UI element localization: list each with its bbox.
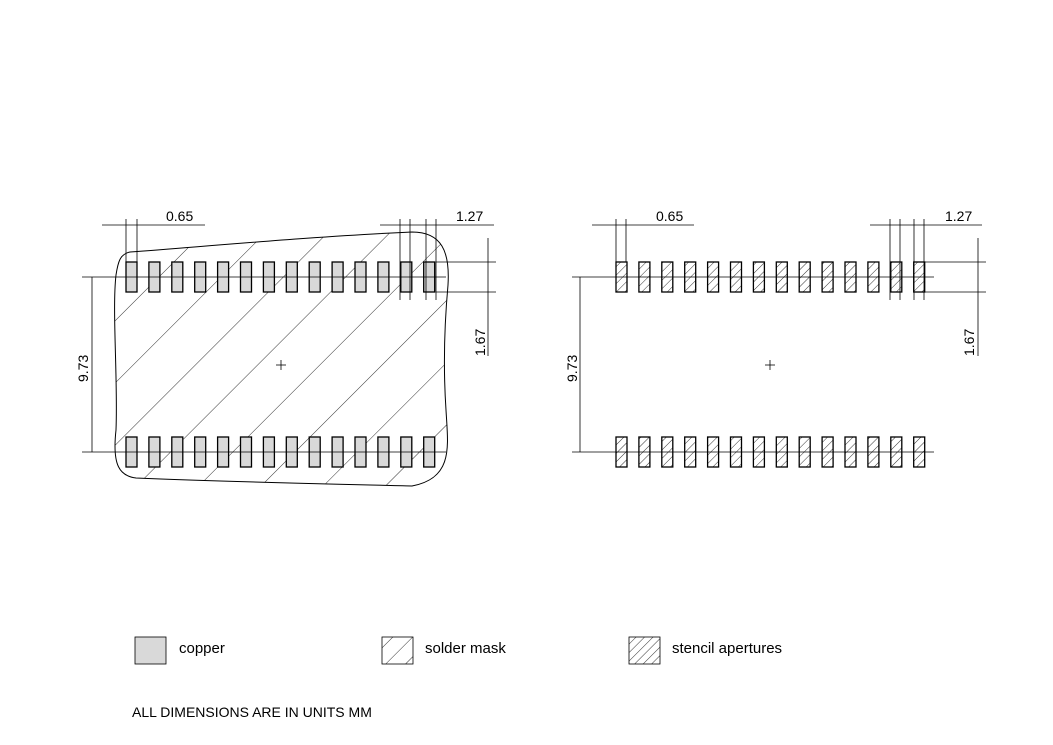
center-mark bbox=[765, 360, 775, 370]
pad-width-value: 1.67 bbox=[472, 329, 488, 356]
solder-mask-swatch bbox=[381, 636, 414, 665]
pad-length-value: 1.27 bbox=[945, 208, 972, 224]
pitch-value: 0.65 bbox=[166, 208, 193, 224]
row-span-value: 9.73 bbox=[75, 355, 91, 382]
solder-mask-region bbox=[114, 231, 449, 487]
pitch-dimension: 0.65 bbox=[592, 208, 694, 262]
legend-label-solder-mask: solder mask bbox=[425, 640, 506, 657]
row-span-dimension: 9.73 bbox=[75, 277, 93, 452]
units-note: ALL DIMENSIONS ARE IN UNITS MM bbox=[132, 704, 372, 720]
legend-item-solder-mask: solder mask bbox=[381, 636, 506, 665]
legend-label-stencil-apertures: stencil apertures bbox=[672, 640, 782, 657]
center-mark bbox=[276, 360, 286, 370]
stencil-swatch bbox=[628, 636, 661, 665]
pad-length-dimension: 1.27 bbox=[870, 208, 982, 300]
legend: copper solder mask stencil apertures bbox=[134, 636, 782, 665]
pad-width-value: 1.67 bbox=[961, 329, 977, 356]
row-span-value: 9.73 bbox=[564, 355, 580, 382]
pad-length-value: 1.27 bbox=[456, 208, 483, 224]
pitch-value: 0.65 bbox=[656, 208, 683, 224]
legend-item-copper: copper bbox=[134, 636, 225, 665]
right-view: 0.65 1.27 1.67 9.73 bbox=[564, 208, 986, 468]
copper-swatch bbox=[134, 636, 167, 665]
pad-length-dimension: 1.27 bbox=[380, 208, 494, 300]
legend-label-copper: copper bbox=[179, 640, 225, 657]
left-view: 0.65 1.27 1.67 9.73 bbox=[75, 208, 496, 487]
pitch-dimension: 0.65 bbox=[102, 208, 205, 262]
row-span-dimension: 9.73 bbox=[564, 277, 581, 452]
legend-item-stencil-apertures: stencil apertures bbox=[628, 636, 782, 665]
pad-width-dimension: 1.67 bbox=[436, 238, 496, 356]
pad-width-dimension: 1.67 bbox=[924, 238, 986, 356]
